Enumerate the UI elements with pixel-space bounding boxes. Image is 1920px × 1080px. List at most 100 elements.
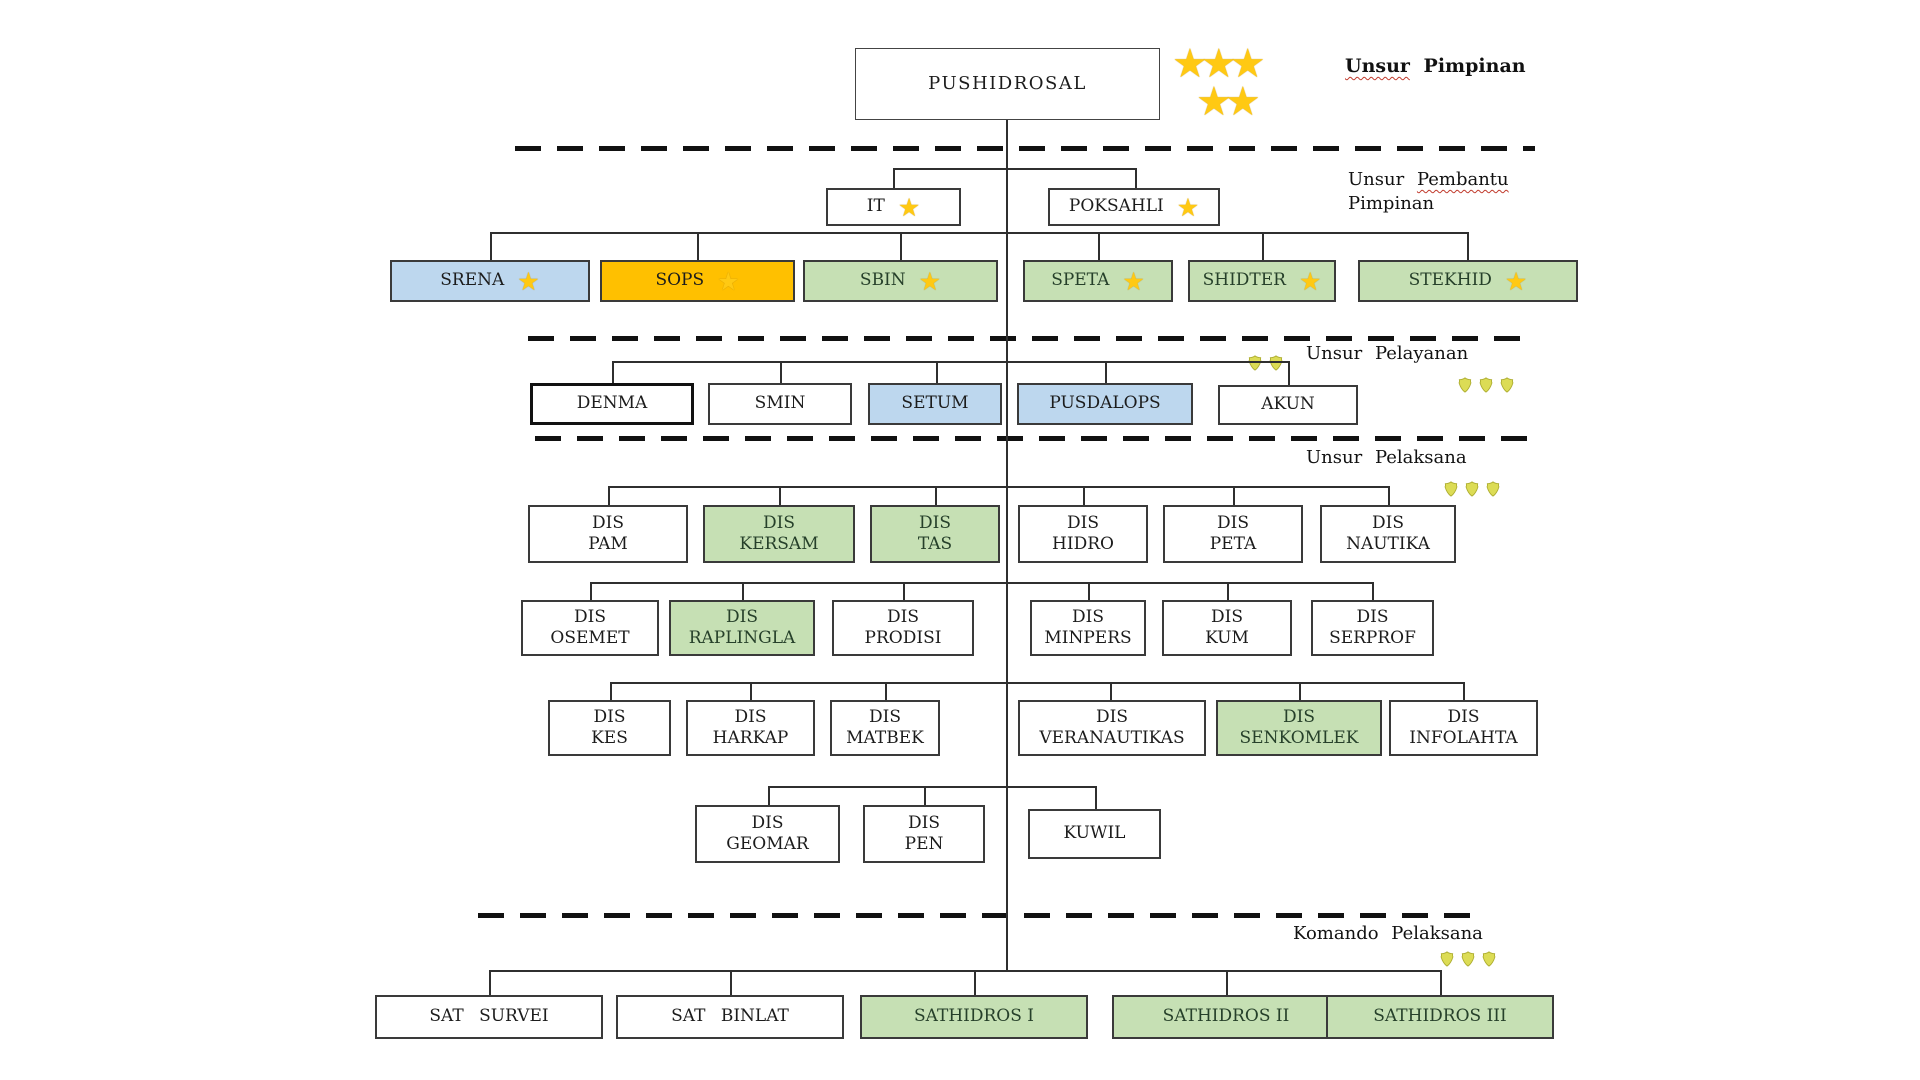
node-sathidros-iii: SATHIDROS III — [1326, 995, 1554, 1039]
connector-line — [768, 786, 1097, 788]
node-dis-pen: DIS PEN — [863, 805, 985, 863]
node-dis-infolahta: DIS INFOLAHTA — [1389, 700, 1538, 756]
node-label: POKSAHLI — [1068, 196, 1164, 217]
rank-shield-icon — [1248, 355, 1262, 371]
rank-shield-icon — [1458, 377, 1472, 393]
connector-line — [608, 486, 1390, 488]
node-label: STEKHID — [1408, 270, 1492, 291]
connector-line — [1288, 361, 1290, 385]
rank-shield-icon — [1465, 481, 1479, 497]
node-dis-raplingla: DIS RAPLINGLA — [669, 600, 815, 656]
connector-line — [900, 232, 902, 260]
node-label: SOPS — [655, 270, 705, 291]
node-sathidros-i: SATHIDROS I — [860, 995, 1088, 1039]
connector-line — [750, 682, 752, 700]
rank-shield-icon — [1482, 951, 1496, 967]
rank-star-icon: ★ — [1172, 41, 1208, 87]
connector-line — [612, 361, 1288, 363]
connector-line — [612, 361, 614, 383]
node-label: SBIN — [859, 270, 906, 291]
connector-line — [768, 786, 770, 805]
connector-line — [590, 582, 1374, 584]
node-dis-hidro: DIS HIDRO — [1018, 505, 1148, 563]
connector-line — [935, 486, 937, 505]
node-setum: SETUM — [868, 383, 1002, 425]
node-dis-matbek: DIS MATBEK — [830, 700, 940, 756]
node-kuwil: KUWIL — [1028, 809, 1161, 859]
connector-line — [1372, 582, 1374, 600]
node-dis-veranautikas: DIS VERANAUTIKAS — [1018, 700, 1206, 756]
section-word: Unsur — [1348, 169, 1405, 190]
node-dis-osemet: DIS OSEMET — [521, 600, 659, 656]
pelaksana-shield-cluster — [1442, 480, 1502, 498]
node-label: IT — [866, 196, 885, 217]
connector-line — [608, 486, 610, 505]
section-word: Pelaksana — [1374, 447, 1467, 468]
connector-line — [974, 970, 976, 995]
connector-line — [903, 582, 905, 600]
rank-star-icon: ★ — [897, 192, 921, 222]
node-shidter: SHIDTER★ — [1188, 260, 1336, 302]
node-denma: DENMA — [530, 383, 694, 425]
rank-star-icon: ★ — [1229, 41, 1266, 87]
node-srena: SRENA★ — [390, 260, 590, 302]
node-dis-geomar: DIS GEOMAR — [695, 805, 840, 863]
rank-star-icon: ★ — [1196, 79, 1232, 125]
node-dis-nautika: DIS NAUTIKA — [1320, 505, 1456, 563]
rank-star-icon: ★ — [517, 266, 540, 296]
separator-dashed-3 — [535, 436, 1542, 441]
connector-line — [1467, 232, 1469, 260]
separator-dashed-4 — [478, 913, 1485, 918]
akun-shield-cluster — [1246, 354, 1285, 372]
section-word: Unsur — [1345, 55, 1410, 77]
node-it: IT ★ — [826, 188, 961, 226]
section-word: Pembantu — [1416, 169, 1509, 190]
connector-line — [893, 168, 895, 188]
rank-shield-icon — [1444, 481, 1458, 497]
connector-line — [779, 486, 781, 505]
connector-line — [730, 970, 732, 995]
section-word: Unsur — [1306, 343, 1363, 364]
rank-star-icon: ★ — [1122, 266, 1145, 296]
rank-star-icon: ★ — [1176, 192, 1200, 222]
node-sathidros-ii: SATHIDROS II — [1112, 995, 1340, 1039]
section-word: Pimpinan — [1423, 55, 1526, 77]
node-sat-survei: SAT SURVEI — [375, 995, 603, 1039]
connector-line — [936, 361, 938, 383]
node-dis-tas: DIS TAS — [870, 505, 1000, 563]
node-dis-prodisi: DIS PRODISI — [832, 600, 974, 656]
node-dis-serprof: DIS SERPROF — [1311, 600, 1434, 656]
rank-star-icon: ★ — [1504, 266, 1528, 296]
rank-shield-icon — [1486, 481, 1500, 497]
section-word: Komando Pelaksana — [1293, 923, 1483, 944]
rank-star-icon: ★ — [918, 266, 942, 296]
rank-shield-icon — [1479, 377, 1493, 393]
connector-line — [1098, 232, 1100, 260]
connector-line — [610, 682, 612, 700]
connector-line — [697, 232, 699, 260]
node-dis-kes: DIS KES — [548, 700, 671, 756]
connector-line — [489, 970, 1442, 972]
rank-shield-icon — [1500, 377, 1514, 393]
connector-line — [490, 232, 492, 260]
node-poksahli: POKSAHLI ★ — [1048, 188, 1220, 226]
rank-star-icon: ★ — [1200, 41, 1237, 87]
connector-line — [590, 582, 592, 600]
rank-star-icon: ★ — [1224, 79, 1261, 125]
section-label-unsur-pelaksana: Unsur Pelaksana — [1306, 446, 1467, 470]
connector-line — [1110, 682, 1112, 700]
connector-line — [1227, 582, 1229, 600]
node-dis-harkap: DIS HARKAP — [686, 700, 815, 756]
connector-line — [893, 168, 1136, 170]
node-speta: SPETA ★ — [1023, 260, 1173, 302]
connector-line — [924, 786, 926, 805]
node-dis-senkomlek: DIS SENKOMLEK — [1216, 700, 1382, 756]
rank-shield-icon — [1440, 951, 1454, 967]
node-dis-pam: DIS PAM — [528, 505, 688, 563]
node-pushidrosal: PUSHIDROSAL — [855, 48, 1160, 120]
komando-shield-cluster — [1438, 950, 1498, 968]
node-label: SPETA — [1051, 270, 1110, 291]
root-star-row-top: ★ ★ ★ — [1172, 41, 1266, 87]
